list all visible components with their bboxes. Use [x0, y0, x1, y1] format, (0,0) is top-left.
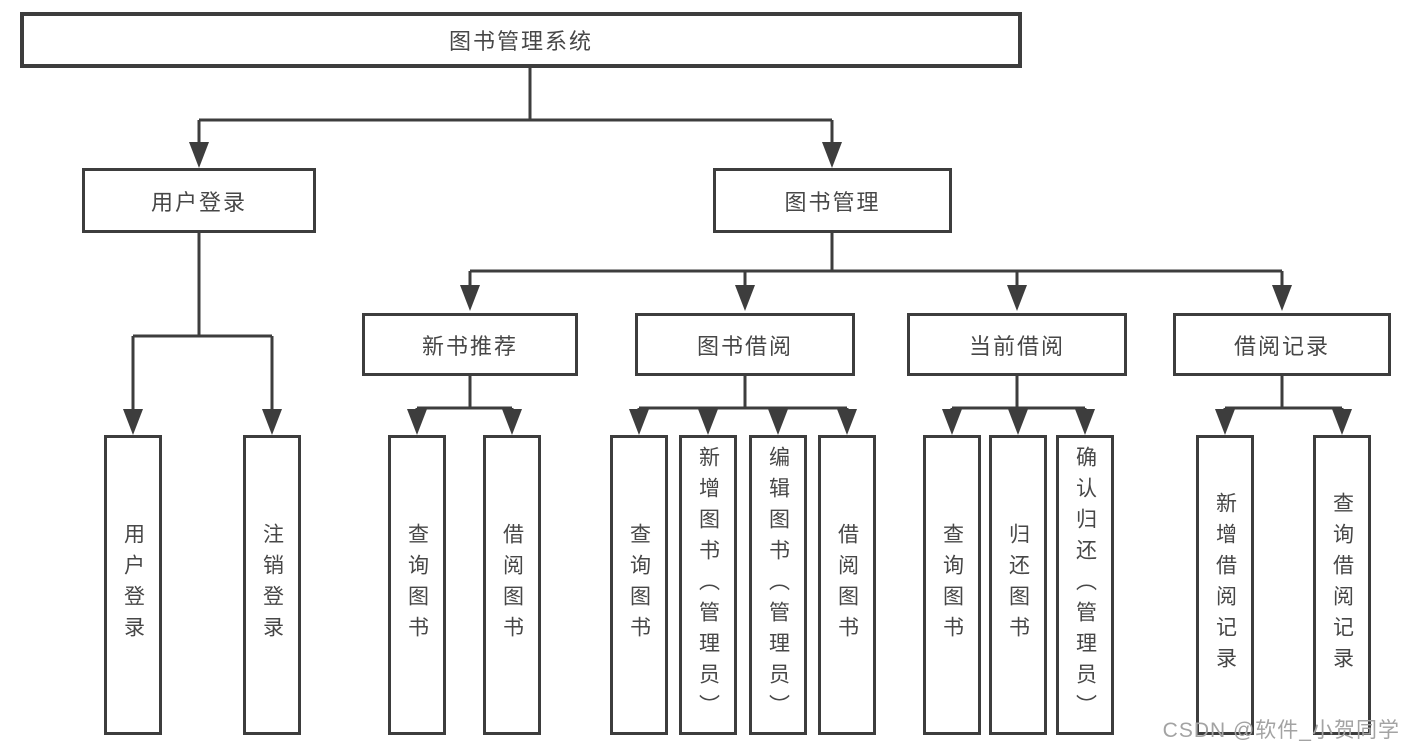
- leaf-borrowing-borrow-books-label: 借阅图书: [835, 523, 859, 647]
- leaf-user-login: 用户登录: [104, 435, 162, 735]
- leaf-recommend-borrow-books: 借阅图书: [483, 435, 541, 735]
- leaf-return-books-label: 归还图书: [1006, 523, 1030, 647]
- leaf-add-books-admin: 新增图书（管理员）: [679, 435, 737, 735]
- arrowheads: [123, 142, 1352, 435]
- watermark: CSDN @软件_小贺同学: [1162, 719, 1400, 742]
- leaf-edit-books-admin-label: 编辑图书（管理员）: [766, 445, 790, 725]
- leaf-add-borrow-record: 新增借阅记录: [1196, 435, 1254, 735]
- leaf-query-borrow-record: 查询借阅记录: [1313, 435, 1371, 735]
- node-library-system: 图书管理系统: [20, 12, 1022, 68]
- node-new-book-recommend: 新书推荐: [362, 313, 578, 376]
- leaf-logout: 注销登录: [243, 435, 301, 735]
- leaf-edit-books-admin: 编辑图书（管理员）: [749, 435, 807, 735]
- connector-elbows: [131, 68, 1344, 412]
- leaf-borrowing-query-books-label: 查询图书: [627, 523, 651, 647]
- node-borrowing-records-label: 借阅记录: [1233, 333, 1330, 359]
- leaf-borrowing-borrow-books: 借阅图书: [818, 435, 876, 735]
- leaf-query-borrow-record-label: 查询借阅记录: [1330, 492, 1354, 678]
- leaf-add-borrow-record-label: 新增借阅记录: [1213, 492, 1237, 678]
- node-new-book-recommend-label: 新书推荐: [421, 333, 518, 359]
- node-borrowing-records: 借阅记录: [1173, 313, 1391, 376]
- node-user-login-label: 用户登录: [150, 189, 247, 215]
- node-user-login: 用户登录: [82, 168, 316, 233]
- node-book-borrowing-label: 图书借阅: [696, 333, 793, 359]
- leaf-logout-label: 注销登录: [260, 523, 284, 647]
- leaf-confirm-return-admin: 确认归还（管理员）: [1056, 435, 1114, 735]
- leaf-user-login-label: 用户登录: [121, 523, 145, 647]
- leaf-return-books: 归还图书: [989, 435, 1047, 735]
- node-library-system-label: 图书管理系统: [448, 29, 593, 54]
- node-current-borrowing: 当前借阅: [907, 313, 1127, 376]
- node-book-management: 图书管理: [713, 168, 952, 233]
- node-book-management-label: 图书管理: [784, 189, 881, 215]
- leaf-borrowing-query-books: 查询图书: [610, 435, 668, 735]
- leaf-add-books-admin-label: 新增图书（管理员）: [696, 445, 720, 725]
- leaf-current-query-books-label: 查询图书: [940, 523, 964, 647]
- leaf-confirm-return-admin-label: 确认归还（管理员）: [1073, 445, 1097, 725]
- leaf-current-query-books: 查询图书: [923, 435, 981, 735]
- leaf-recommend-query-books: 查询图书: [388, 435, 446, 735]
- node-book-borrowing: 图书借阅: [635, 313, 855, 376]
- node-current-borrowing-label: 当前借阅: [968, 333, 1065, 359]
- leaf-recommend-query-books-label: 查询图书: [405, 523, 429, 647]
- leaf-recommend-borrow-books-label: 借阅图书: [500, 523, 524, 647]
